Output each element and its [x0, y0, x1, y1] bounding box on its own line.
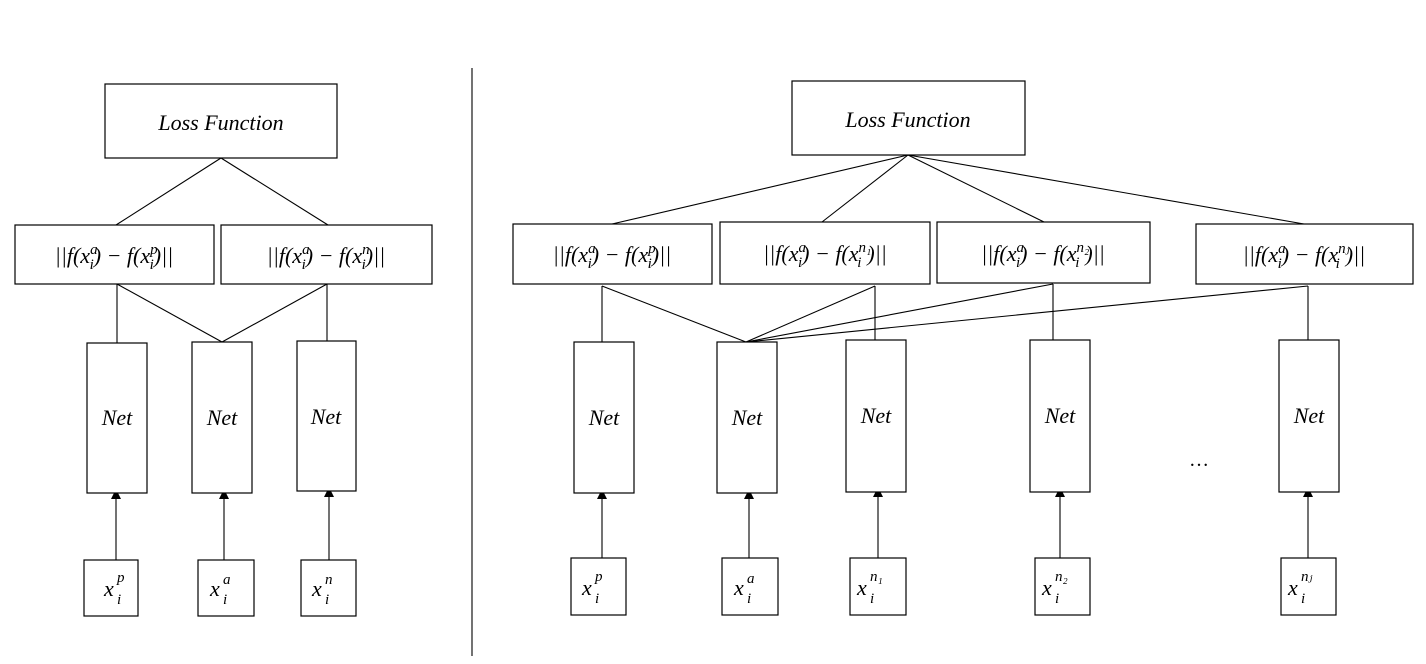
svg-text:i: i: [325, 592, 329, 608]
right-connectors: [597, 154, 1313, 558]
svg-text:i: i: [747, 591, 751, 607]
svg-text:x: x: [103, 576, 114, 601]
svg-text:i: i: [1301, 591, 1305, 607]
left-net-box-positive: Net: [86, 342, 148, 494]
svg-text:Net: Net: [310, 404, 342, 429]
svg-text:p: p: [116, 570, 125, 586]
svg-text:i: i: [117, 592, 121, 608]
svg-text:n₂: n₂: [1055, 569, 1068, 585]
svg-text:Net: Net: [731, 405, 763, 430]
svg-text:Net: Net: [860, 403, 892, 428]
svg-text:i: i: [595, 591, 599, 607]
svg-text:x: x: [1041, 575, 1052, 600]
right-loss-function-box: Loss Function: [791, 80, 1026, 156]
svg-text:x: x: [581, 575, 592, 600]
right-input-negative-2: x n₂ i: [1034, 557, 1091, 616]
right-net-box-negative-1: Net: [845, 339, 907, 493]
svg-text:a: a: [223, 572, 231, 588]
svg-text:||f(xai) − f(xpi)||: ||f(xai) − f(xpi)||: [553, 241, 671, 272]
svg-text:n₁: n₁: [870, 569, 883, 585]
left-connectors: [111, 157, 334, 560]
left-net-box-negative: Net: [296, 340, 357, 492]
svg-text:x: x: [856, 575, 867, 600]
right-input-negative-j: x nⱼ i: [1280, 557, 1337, 616]
right-net-box-positive: Net: [573, 341, 635, 494]
left-net-box-anchor: Net: [191, 341, 253, 494]
svg-text:Net: Net: [1044, 403, 1076, 428]
left-input-negative: x n i: [300, 559, 357, 617]
svg-text:n: n: [325, 572, 333, 588]
left-input-positive: x p i: [83, 559, 139, 617]
svg-text:x: x: [1287, 575, 1298, 600]
svg-text:Net: Net: [101, 405, 133, 430]
svg-text:a: a: [747, 571, 755, 587]
right-input-positive: x p i: [570, 557, 627, 616]
left-loss-function-box: Loss Function: [104, 83, 338, 159]
svg-text:Net: Net: [588, 405, 620, 430]
right-input-anchor: x a i: [721, 557, 779, 616]
svg-text:x: x: [209, 576, 220, 601]
svg-text:nⱼ: nⱼ: [1301, 569, 1313, 585]
ellipsis: …: [1189, 449, 1209, 471]
svg-text:||f(xai) − f(xpi)||: ||f(xai) − f(xpi)||: [55, 242, 173, 273]
right-loss-function-label: Loss Function: [844, 107, 970, 132]
left-input-anchor: x a i: [197, 559, 255, 617]
svg-text:x: x: [311, 576, 322, 601]
right-net-box-negative-2: Net: [1029, 339, 1091, 493]
svg-text:||f(xai) − f(xni)||: ||f(xai) − f(xni)||: [267, 242, 385, 273]
svg-text:Net: Net: [206, 405, 238, 430]
svg-text:x: x: [733, 575, 744, 600]
svg-text:i: i: [870, 591, 874, 607]
svg-text:i: i: [223, 592, 227, 608]
left-loss-function-label: Loss Function: [157, 110, 283, 135]
svg-text:p: p: [594, 569, 603, 585]
svg-text:Net: Net: [1293, 403, 1325, 428]
svg-text:i: i: [1055, 591, 1059, 607]
right-input-negative-1: x n₁ i: [849, 557, 907, 616]
right-net-box-negative-j: Net: [1278, 339, 1340, 493]
right-net-box-anchor: Net: [716, 341, 778, 494]
